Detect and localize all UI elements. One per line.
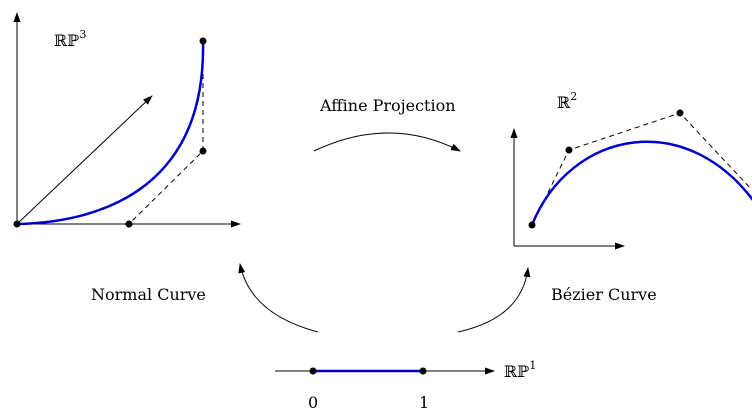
bezier-curve-path <box>530 140 752 226</box>
affine-projection-label: Affine Projection <box>319 96 456 115</box>
rp1-panel: 0 1 ℝℙ1 <box>275 359 536 412</box>
normal-curve-arrow: Normal Curve <box>91 263 319 333</box>
rp1-label: ℝℙ1 <box>504 359 536 381</box>
r2-panel: ℝ2 <box>510 90 752 250</box>
rp3-panel: ℝℙ3 <box>13 12 241 228</box>
r2-control-point-1 <box>565 146 573 154</box>
rp3-control-point-1 <box>125 220 133 228</box>
affine-projection-arrow: Affine Projection <box>313 96 461 152</box>
r2-label: ℝ2 <box>557 90 577 112</box>
rp3-control-point-2 <box>199 147 207 155</box>
r2-control-point-2 <box>676 109 684 117</box>
rp3-diagonal-axis <box>16 95 153 225</box>
rp3-control-point-3 <box>199 37 207 45</box>
normal-curve-label: Normal Curve <box>91 285 206 304</box>
normal-curve-path <box>16 40 205 226</box>
bezier-curve-label: Bézier Curve <box>551 285 657 304</box>
rp3-label: ℝℙ3 <box>54 28 86 50</box>
r2-control-polygon <box>531 112 752 226</box>
rp3-control-polygon <box>17 41 204 225</box>
tick-label-1: 1 <box>419 393 429 412</box>
r2-control-point-0 <box>528 221 536 229</box>
bezier-curve-arrow: Bézier Curve <box>457 267 657 333</box>
rp1-point-1 <box>419 367 427 375</box>
tick-label-0: 0 <box>308 393 318 412</box>
rp1-point-0 <box>309 367 317 375</box>
rp3-control-point-0 <box>13 220 21 228</box>
